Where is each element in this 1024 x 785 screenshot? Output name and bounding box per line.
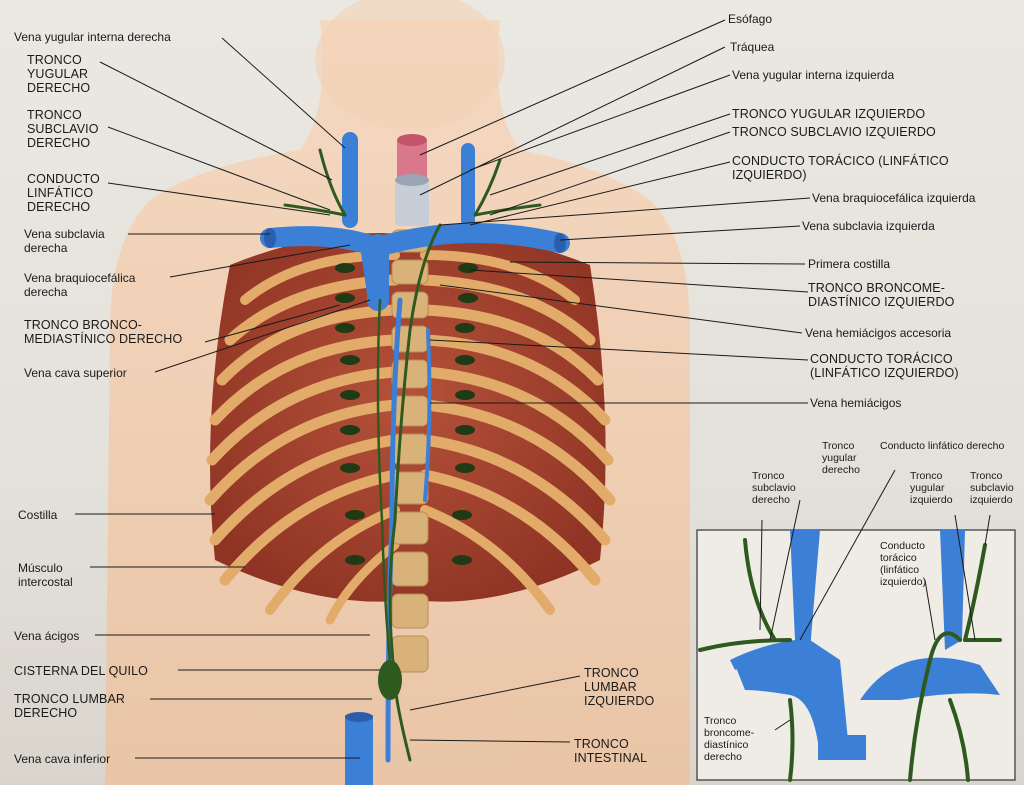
inset-label-right-lymphatic-duct: Conducto linfático derecho [880, 440, 1004, 452]
label-hemiazygos-vein: Vena hemiácigos [810, 396, 901, 410]
label-accessory-hemiazygos-vein: Vena hemiácigos accesoria [805, 326, 951, 340]
label-esophagus: Esófago [728, 12, 772, 26]
label-right-brachiocephalic-vein: Vena braquiocefálica derecha [24, 271, 135, 299]
label-left-bronchomediastinal-trunk: TRONCO BRONCOME- DIASTÍNICO IZQUIERDO [808, 281, 954, 309]
label-left-internal-jugular-vein: Vena yugular interna izquierda [732, 68, 894, 82]
label-thoracic-duct-upper: CONDUCTO TORÁCICO (LINFÁTICO IZQUIERDO) [732, 154, 949, 182]
label-right-subclavian-vein: Vena subclavia derecha [24, 227, 105, 255]
label-left-subclavian-trunk: TRONCO SUBCLAVIO IZQUIERDO [732, 125, 936, 139]
label-right-internal-jugular-vein: Vena yugular interna derecha [14, 30, 171, 44]
label-first-rib: Primera costilla [808, 257, 890, 271]
inset-label-right-subclavian-trunk: Tronco subclavio derecho [752, 470, 796, 506]
label-azygos-vein: Vena ácigos [14, 629, 79, 643]
label-left-brachiocephalic-vein: Vena braquiocefálica izquierda [812, 191, 975, 205]
inset-label-thoracic-duct: Conducto torácico (linfático izquierdo) [880, 540, 926, 588]
label-left-subclavian-vein: Vena subclavia izquierda [802, 219, 935, 233]
label-cisterna-chyli: CISTERNA DEL QUILO [14, 664, 148, 678]
label-right-jugular-trunk: TRONCO YUGULAR DERECHO [27, 53, 90, 95]
inset-label-left-subclavian-trunk: Tronco subclavio izquierdo [970, 470, 1014, 506]
inset-label-right-jugular-trunk: Tronco yugular derecho [822, 440, 860, 476]
chyle-cistern [378, 660, 402, 700]
inset-label-left-jugular-trunk: Tronco yugular izquierdo [910, 470, 953, 506]
inset-label-right-bronchomediastinal-trunk: Tronco broncome- diastínico derecho [704, 715, 754, 763]
label-right-subclavian-trunk: TRONCO SUBCLAVIO DERECHO [27, 108, 99, 150]
trachea [395, 134, 429, 226]
label-rib: Costilla [18, 508, 57, 522]
label-right-lymphatic-duct: CONDUCTO LINFÁTICO DERECHO [27, 172, 100, 214]
label-right-bronchomediastinal-trunk: TRONCO BRONCO- MEDIASTÍNICO DERECHO [24, 318, 182, 346]
label-intestinal-trunk: TRONCO INTESTINAL [574, 737, 647, 765]
label-trachea: Tráquea [730, 40, 774, 54]
label-superior-vena-cava: Vena cava superior [24, 366, 127, 380]
label-right-lumbar-trunk: TRONCO LUMBAR DERECHO [14, 692, 125, 720]
spine [392, 230, 428, 672]
label-thoracic-duct-lower: CONDUCTO TORÁCICO (LINFÁTICO IZQUIERDO) [810, 352, 959, 380]
label-intercostal-muscle: Músculo intercostal [18, 561, 73, 589]
label-left-lumbar-trunk: TRONCO LUMBAR IZQUIERDO [584, 666, 654, 708]
label-inferior-vena-cava: Vena cava inferior [14, 752, 110, 766]
label-left-jugular-trunk: TRONCO YUGULAR IZQUIERDO [732, 107, 925, 121]
